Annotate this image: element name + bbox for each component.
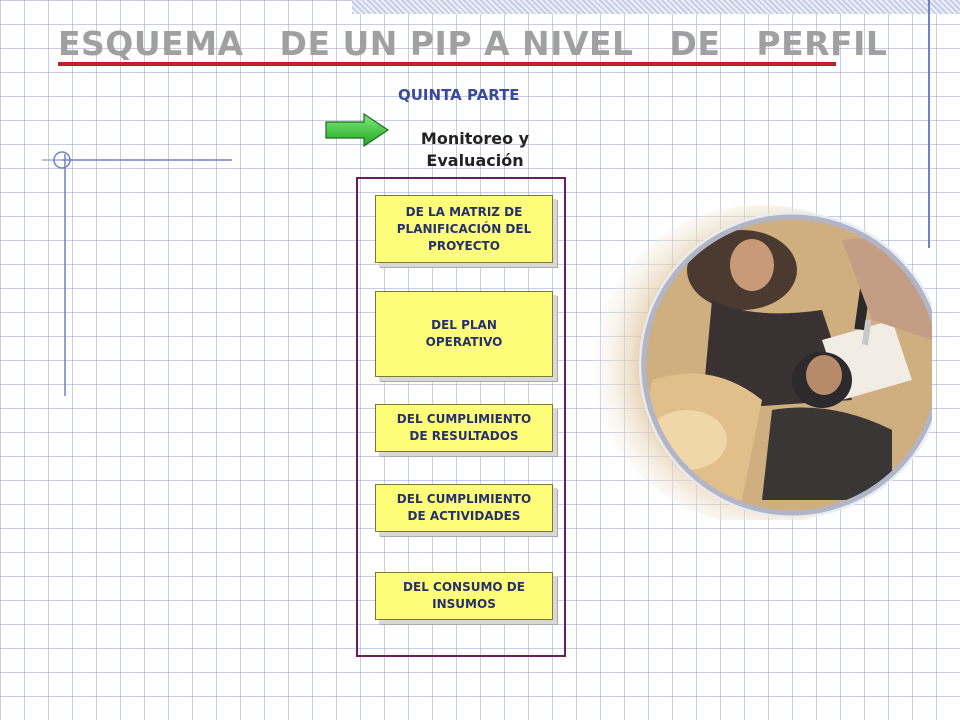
box-line: DE RESULTADOS — [409, 429, 519, 443]
box-line: PROYECTO — [428, 238, 500, 253]
section-title-line-2: Evaluación — [426, 151, 524, 170]
box-planning-matrix[interactable]: DE LA MATRIZ DE PLANIFICACIÓN DEL PROYEC… — [375, 195, 553, 263]
box-results-compliance[interactable]: DEL CUMPLIMIENTO DE RESULTADOS — [375, 404, 553, 452]
monitoring-frame — [356, 177, 566, 657]
box-inputs-consumption[interactable]: DEL CONSUMO DE INSUMOS — [375, 572, 553, 620]
box-line: OPERATIVO — [425, 335, 503, 349]
section-title-line-1: Monitoreo y — [420, 129, 530, 148]
box-line: INSUMOS — [432, 597, 496, 611]
right-accent-line — [928, 0, 930, 248]
box-line: DE LA MATRIZ DE — [405, 204, 523, 219]
crosshair-corner-icon — [42, 151, 232, 396]
box-line: DEL CUMPLIMIENTO — [396, 412, 532, 426]
box-line: DEL CONSUMO DE — [403, 580, 525, 594]
title-underline — [58, 62, 836, 66]
box-line: PLANIFICACIÓN DEL — [396, 221, 532, 236]
slide-title: ESQUEMA DE UN PIP A NIVEL DE PERFIL — [58, 24, 888, 63]
business-meeting-photo — [594, 205, 932, 520]
box-operative-plan[interactable]: DEL PLAN OPERATIVO — [375, 291, 553, 377]
box-line: DEL CUMPLIMIENTO — [396, 492, 532, 506]
right-arrow-icon — [325, 112, 390, 148]
box-line: DE ACTIVIDADES — [407, 509, 521, 523]
top-texture-band — [352, 0, 960, 14]
part-label: QUINTA PARTE — [398, 86, 520, 104]
box-activities-compliance[interactable]: DEL CUMPLIMIENTO DE ACTIVIDADES — [375, 484, 553, 532]
box-line: DEL PLAN — [431, 318, 497, 332]
section-title: Monitoreo y Evaluación — [380, 128, 570, 172]
